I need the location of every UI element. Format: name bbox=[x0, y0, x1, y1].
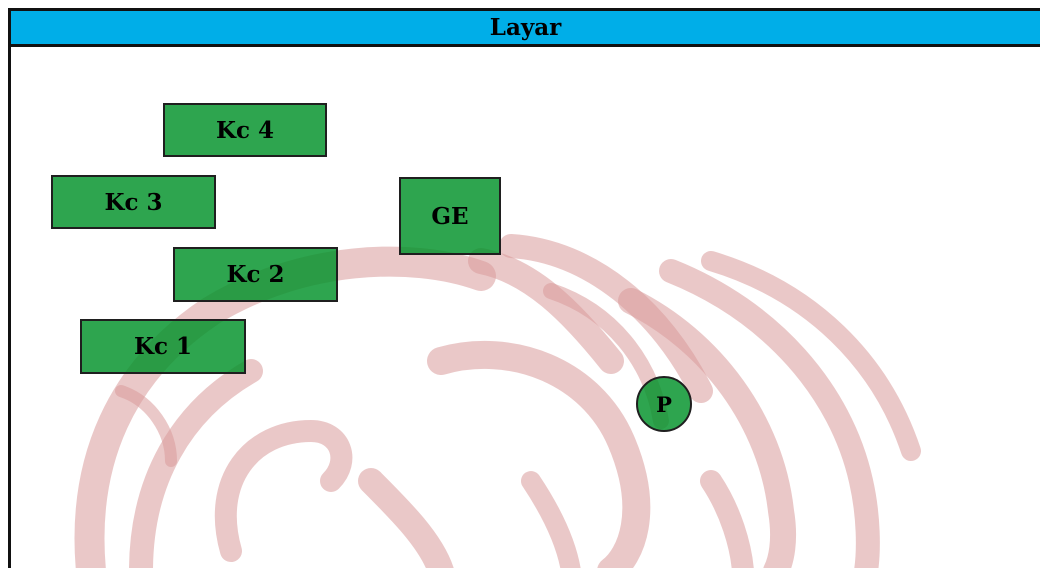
window-title: Layar bbox=[11, 11, 1040, 47]
node-p[interactable]: P bbox=[636, 376, 692, 432]
layar-window: Layar Kc 4 Kc 3 GE Kc 2 Kc 1 P bbox=[8, 8, 1040, 568]
bird-emblem-icon bbox=[74, 234, 921, 568]
block-kc-3[interactable]: Kc 3 bbox=[51, 175, 216, 229]
block-ge[interactable]: GE bbox=[399, 177, 501, 255]
block-kc-1[interactable]: Kc 1 bbox=[80, 319, 246, 374]
block-kc-4[interactable]: Kc 4 bbox=[163, 103, 327, 157]
block-kc-2[interactable]: Kc 2 bbox=[173, 247, 338, 302]
